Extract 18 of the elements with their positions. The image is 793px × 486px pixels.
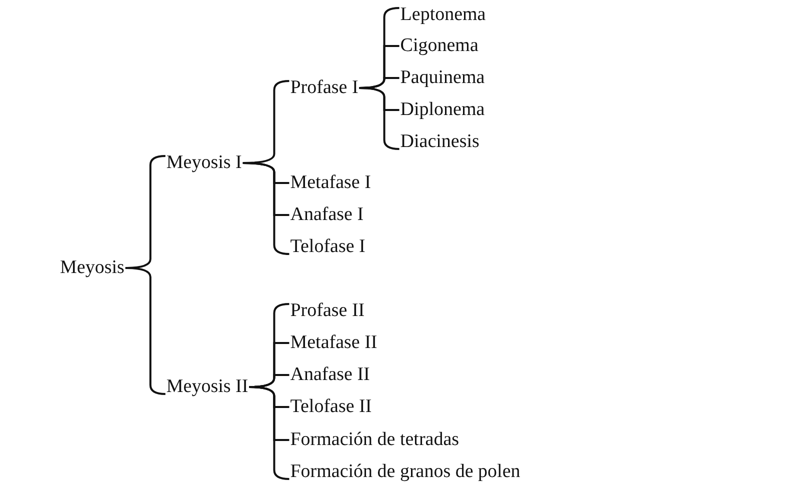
- stage-label: Anafase I: [290, 204, 364, 226]
- stage-label: Anafase II: [290, 364, 370, 386]
- stage-label: Meyosis II: [166, 376, 248, 398]
- stage-label: Diplonema: [400, 99, 485, 121]
- stage-label: Telofase II: [290, 396, 372, 418]
- stage-label: Meyosis: [60, 257, 124, 279]
- stage-label: Metafase II: [290, 332, 378, 354]
- stage-label: Leptonema: [400, 4, 486, 26]
- stage-label: Formación de tetradas: [290, 429, 460, 451]
- stage-label: Diacinesis: [400, 131, 480, 153]
- stage-label: Metafase I: [290, 172, 371, 194]
- stage-label: Telofase I: [290, 236, 366, 258]
- stage-label: Meyosis I: [166, 152, 242, 174]
- stage-label: Profase I: [290, 77, 358, 99]
- stage-label: Profase II: [290, 300, 365, 322]
- stage-label: Cigonema: [400, 35, 478, 57]
- stage-label: Formación de granos de polen: [290, 461, 520, 483]
- stage-label: Paquinema: [400, 67, 485, 89]
